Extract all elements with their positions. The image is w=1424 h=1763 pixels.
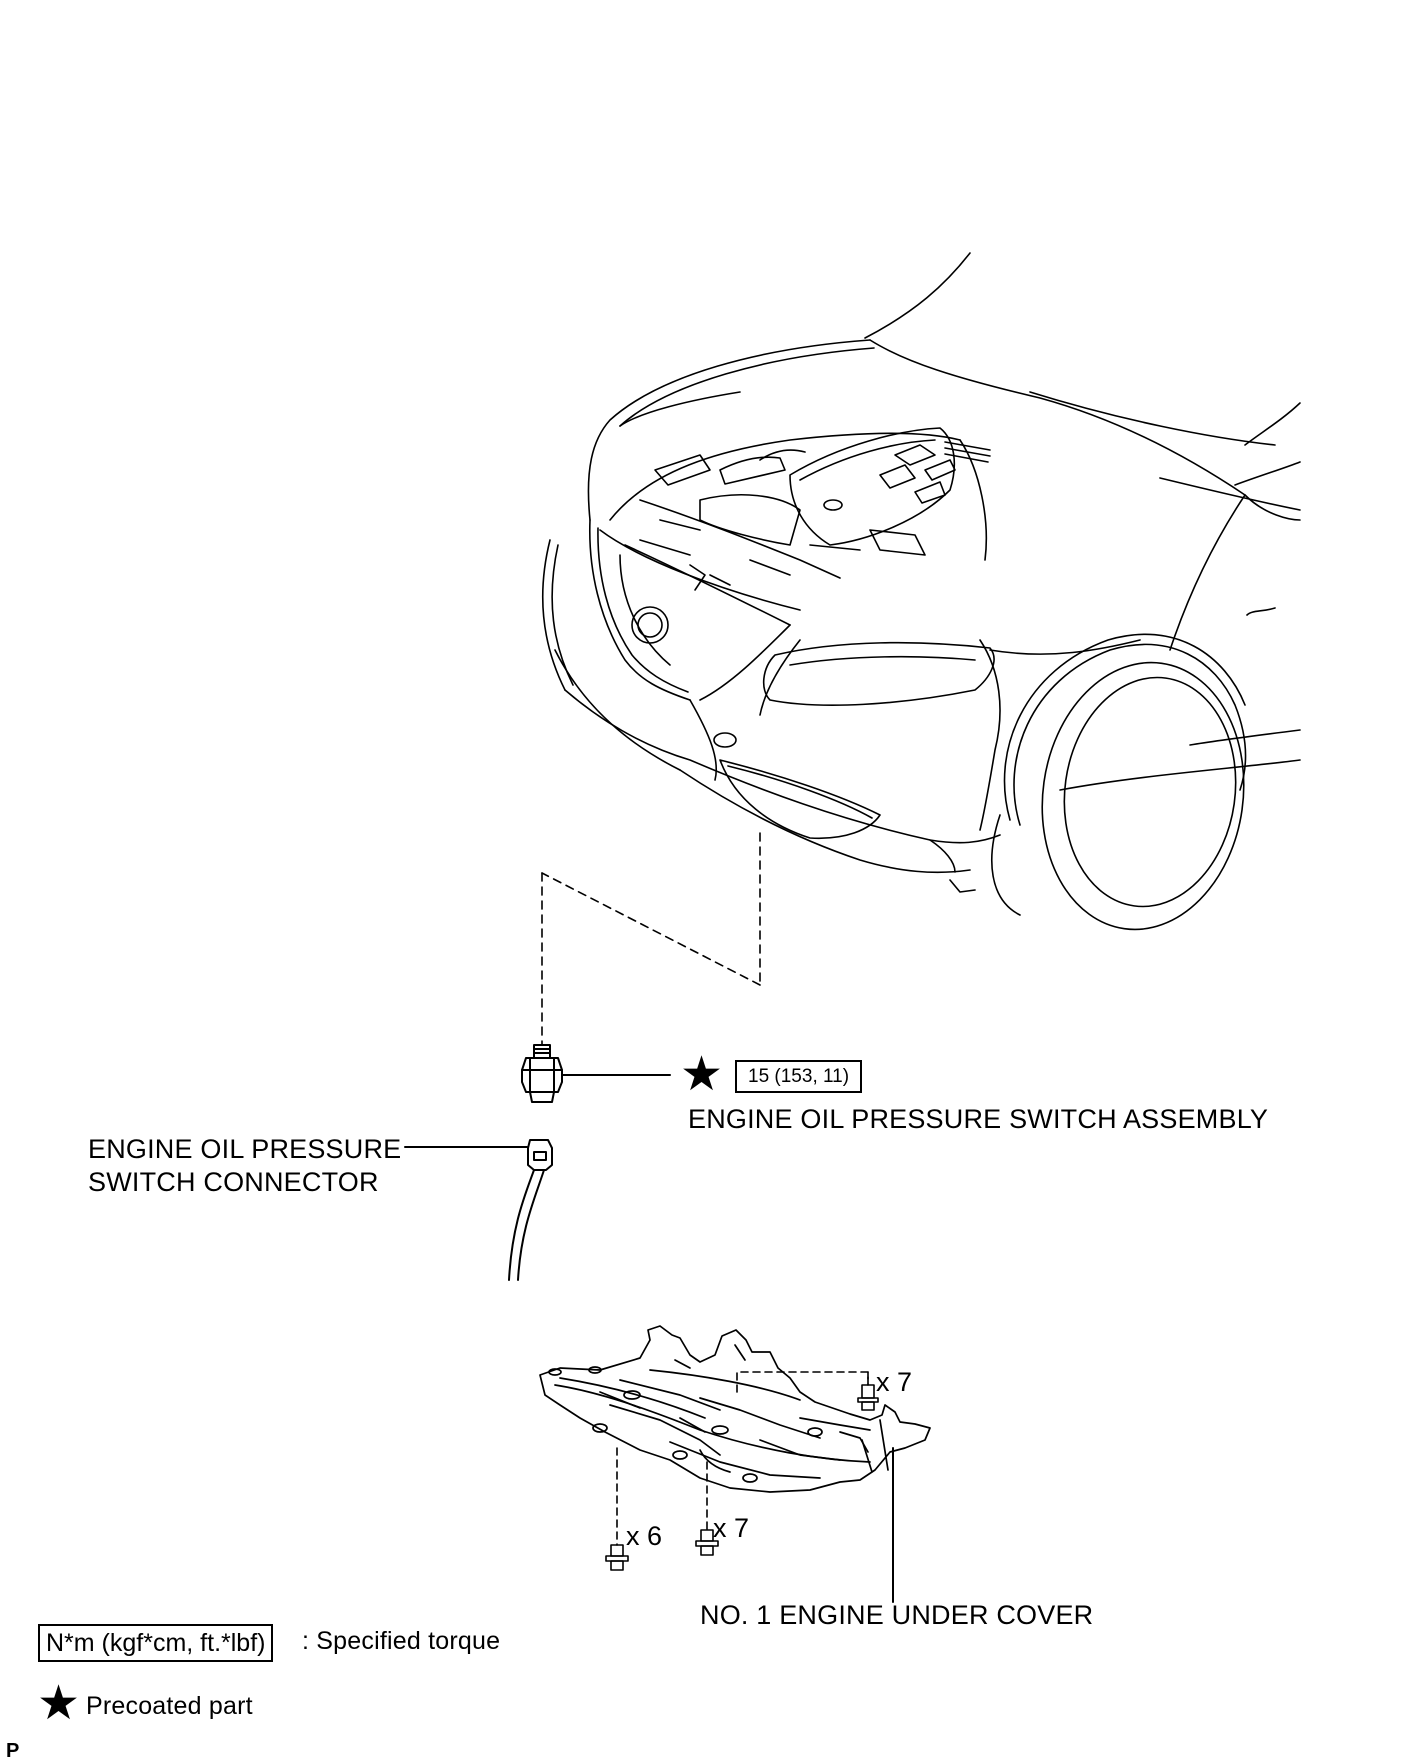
under-cover-label: NO. 1 ENGINE UNDER COVER xyxy=(700,1600,1094,1630)
under-cover-leaders xyxy=(616,1371,894,1603)
legend-star-icon: ★ xyxy=(37,1677,81,1730)
legend-torque-box: N*m (kgf*cm, ft.*lbf) xyxy=(38,1624,274,1662)
fastener-count-middle: x 7 xyxy=(713,1513,750,1543)
bolt-icon-left xyxy=(605,1544,629,1571)
legend-precoat-text: Precoated part xyxy=(86,1692,253,1720)
connector-label-line2: SWITCH CONNECTOR xyxy=(88,1167,379,1197)
fastener-count-left: x 6 xyxy=(626,1521,663,1551)
vehicle-front-illustration xyxy=(542,252,1301,931)
oil-pressure-switch-part xyxy=(521,1044,563,1103)
corner-mark: P xyxy=(6,1740,20,1762)
location-leader-dashed xyxy=(541,832,761,1046)
connector-label-line1: ENGINE OIL PRESSURE xyxy=(88,1134,402,1164)
bolt-icon-right xyxy=(857,1384,879,1411)
switch-assembly-label: ENGINE OIL PRESSURE SWITCH ASSEMBLY xyxy=(688,1104,1269,1134)
fastener-count-right: x 7 xyxy=(876,1367,913,1397)
legend-torque-text: : Specified torque xyxy=(302,1627,501,1655)
torque-spec-box: 15 (153, 11) xyxy=(735,1060,863,1093)
switch-connector-part xyxy=(404,1139,553,1281)
precoat-star-icon: ★ xyxy=(680,1048,724,1101)
bolt-icon-middle xyxy=(695,1529,719,1556)
engine-under-cover-part xyxy=(539,1325,931,1493)
